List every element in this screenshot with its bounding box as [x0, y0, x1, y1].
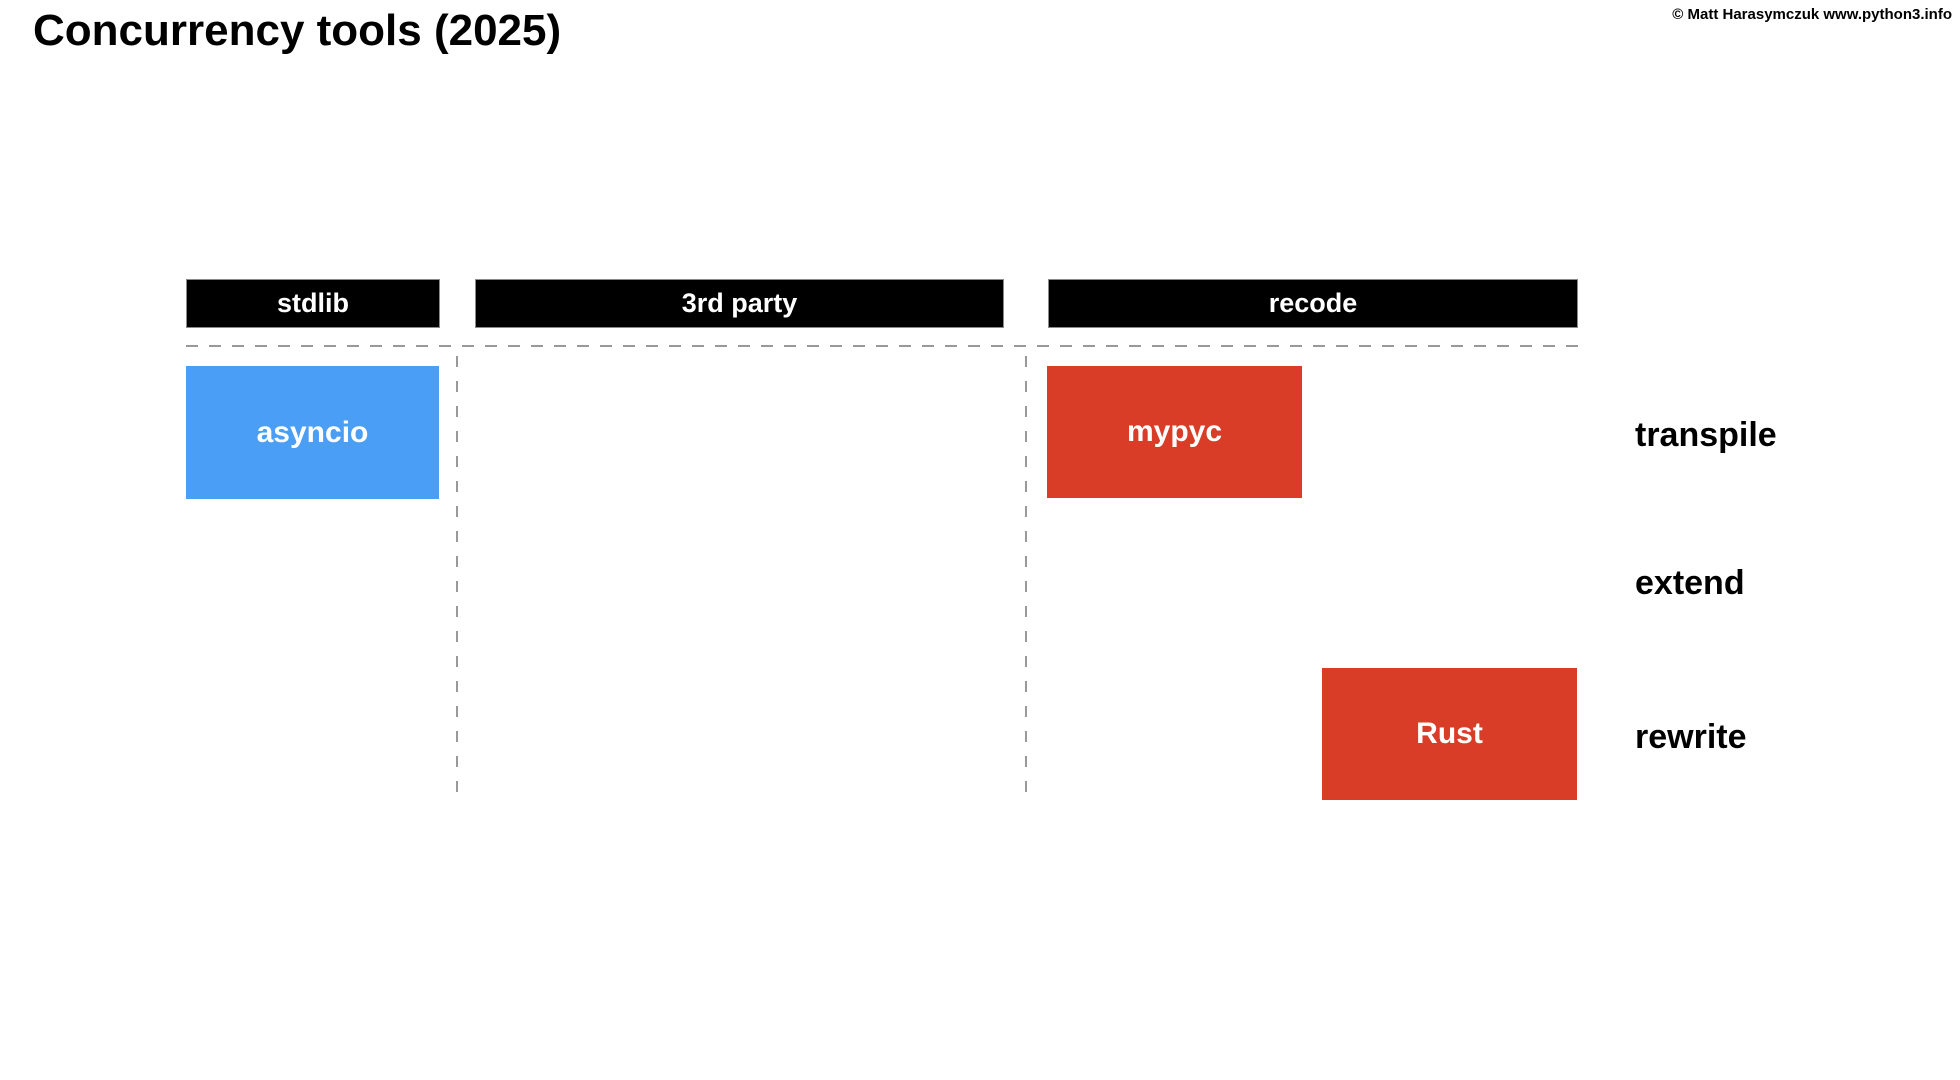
tool-box-rust: Rust — [1322, 668, 1577, 800]
tool-box-asyncio: asyncio — [186, 366, 439, 499]
vertical-dashed-divider-3rd-party-recode — [1025, 356, 1027, 800]
copyright-credit: © Matt Harasymczuk www.python3.info — [1672, 6, 1952, 23]
vertical-dashed-divider-stdlib-3rd-party — [456, 356, 458, 800]
column-header-stdlib: stdlib — [186, 279, 440, 328]
horizontal-dashed-divider — [186, 345, 1578, 347]
tool-box-mypyc: mypyc — [1047, 366, 1302, 498]
row-label-rewrite: rewrite — [1635, 718, 1747, 756]
column-header-recode: recode — [1048, 279, 1578, 328]
column-header-3rd-party: 3rd party — [475, 279, 1004, 328]
row-label-transpile: transpile — [1635, 416, 1777, 454]
row-label-extend: extend — [1635, 564, 1745, 602]
page-title: Concurrency tools (2025) — [33, 6, 562, 55]
